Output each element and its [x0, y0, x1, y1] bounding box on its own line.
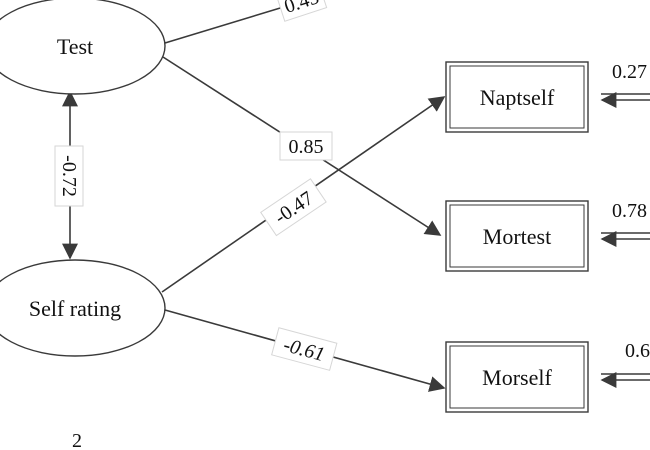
error-label-mortest: 0.78	[612, 200, 647, 222]
node-test-label: Test	[57, 34, 93, 59]
node-morself-label: Morself	[482, 365, 552, 390]
node-test: Test	[0, 0, 166, 95]
node-self-rating: Self rating	[0, 259, 166, 357]
node-naptself: Naptself	[445, 61, 589, 133]
node-self-rating-label: Self rating	[29, 296, 121, 321]
node-mortest-label: Mortest	[483, 224, 551, 249]
footer-number: 2	[72, 430, 82, 450]
edge-label-self-naptself: -0.47	[260, 178, 327, 237]
error-arrow-mortest	[600, 231, 650, 247]
edge-label-test-mortest-text: 0.85	[289, 136, 324, 158]
edge-test-offscreen	[164, 1, 301, 44]
edge-label-self-morself: -0.61	[271, 327, 338, 371]
error-arrow-naptself	[600, 92, 650, 108]
node-morself: Morself	[445, 341, 589, 413]
edge-label-test-top: 0.45	[276, 0, 328, 22]
error-label-naptself: 0.27	[612, 61, 647, 83]
edge-label-covariance: -0.72	[54, 145, 84, 207]
error-label-morself: 0.6	[625, 340, 650, 362]
node-mortest: Mortest	[445, 200, 589, 272]
node-naptself-label: Naptself	[480, 85, 555, 110]
edge-label-test-mortest: 0.85	[279, 131, 333, 161]
error-arrow-morself	[600, 372, 650, 388]
edge-label-covariance-text: -0.72	[58, 155, 80, 197]
